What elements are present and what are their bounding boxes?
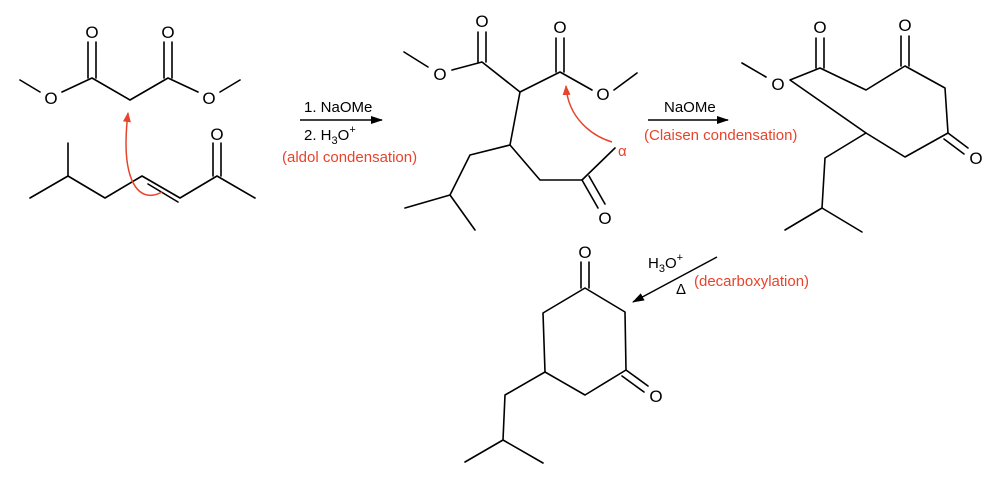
michael-adduct: O O O O O α [403,12,638,231]
curly-arrow-icon [562,85,613,143]
step2-label: (Claisen condensation) [644,127,797,144]
atom-oxygen: O [44,89,57,108]
atom-oxygen: O [553,18,566,37]
final-dione: O O [464,243,663,464]
step3-label: (decarboxylation) [694,273,809,290]
atom-oxygen: O [598,209,611,228]
dimethyl-malonate: O O O O [19,23,241,108]
atom-oxygen: O [813,18,826,37]
step3-reagent: H3O+ [648,252,683,275]
atom-oxygen: O [161,23,174,42]
reaction-step-2: NaOMe (Claisen condensation) [644,99,797,144]
atom-oxygen: O [210,125,223,144]
atom-oxygen: O [85,23,98,42]
atom-oxygen: O [202,89,215,108]
atom-oxygen: O [771,75,784,94]
enone: O [29,125,256,203]
atom-oxygen: O [596,85,609,104]
curly-arrow-icon [122,112,163,197]
atom-oxygen: O [649,387,662,406]
step1-reagent-line1: 1. NaOMe [304,99,372,116]
reaction-step-3: H3O+ Δ (decarboxylation) [632,252,809,303]
heat-symbol: Δ [676,281,686,298]
atom-oxygen: O [475,12,488,31]
atom-oxygen: O [578,243,591,262]
step1-reagent-line2: 2. H3O+ [304,124,356,147]
alpha-label: α [618,143,627,160]
atom-oxygen: O [898,16,911,35]
step1-label: (aldol condensation) [282,149,417,166]
step2-reagent-line1: NaOMe [664,99,716,116]
atom-oxygen: O [969,149,982,168]
reaction-arrow-icon [632,256,718,303]
reaction-step-1: 1. NaOMe 2. H3O+ (aldol condensation) [282,99,417,166]
atom-oxygen: O [433,65,446,84]
cyclic-keto-ester: O O O O [741,16,983,233]
